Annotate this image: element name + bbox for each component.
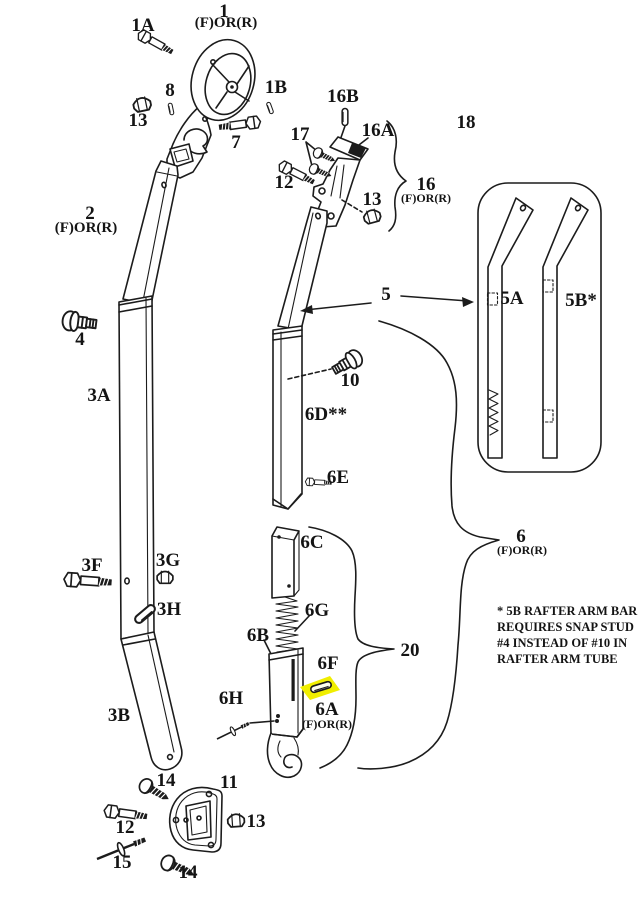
part-6d-rafter-arm-drawing xyxy=(272,206,332,510)
part-label-6h: 6H xyxy=(218,688,244,709)
part-label-15: 15 xyxy=(112,852,132,873)
part-label-13-top: 13 xyxy=(128,110,148,131)
part-1b-pin-icon xyxy=(265,101,275,115)
part-8-pin-icon xyxy=(167,102,175,116)
part-label-3a: 3A xyxy=(87,385,111,406)
part-13-mid-hex-nut-icon xyxy=(361,207,383,226)
part-label-13-bot: 13 xyxy=(246,811,266,832)
part-3g-hex-nut-icon xyxy=(156,570,174,585)
part-label-2: 2 xyxy=(85,203,95,224)
part-label-6e: 6E xyxy=(326,467,350,488)
part-13-bot-hex-nut-icon xyxy=(226,812,246,829)
footnote-line: RAFTER ARM TUBE xyxy=(497,651,618,666)
part-label-12-top: 12 xyxy=(274,172,294,193)
part-label-16a: 16A xyxy=(361,120,395,141)
part-label-1a: 1A xyxy=(131,15,155,36)
part-label-10: 10 xyxy=(340,370,360,391)
footnote-line: REQUIRES SNAP STUD xyxy=(497,619,634,634)
part-label-5b: 5B* xyxy=(565,290,597,311)
part-label-5: 5 xyxy=(381,284,391,305)
part-label-16-sub: (F)OR(R) xyxy=(401,191,451,205)
part-label-6c: 6C xyxy=(300,532,324,553)
footnote-line: * 5B RAFTER ARM BAR xyxy=(497,604,638,618)
part-label-1-sub: (F)OR(R) xyxy=(194,15,258,31)
part-label-3h: 3H xyxy=(156,599,182,620)
part-label-11: 11 xyxy=(220,772,238,793)
part-label-20: 20 xyxy=(400,640,420,661)
part-label-1: 1 xyxy=(219,1,229,22)
part-label-16b: 16B xyxy=(327,86,359,107)
part-label-6a: 6A xyxy=(315,699,339,720)
part-label-1b: 1B xyxy=(264,77,288,98)
part-label-13-mid: 13 xyxy=(362,189,382,210)
part-label-18: 18 xyxy=(456,112,476,133)
part-6b-outer-tube-drawing xyxy=(263,639,304,779)
footnote-line: #4 INSTEAD OF #10 IN xyxy=(497,635,628,650)
arrow-5 xyxy=(300,295,474,314)
part-11-mounting-bracket-drawing xyxy=(168,786,223,853)
brace-16 xyxy=(386,120,407,232)
part-label-14-top: 14 xyxy=(156,770,176,791)
part-6g-spring-drawing xyxy=(275,596,311,656)
highlight-marker[interactable] xyxy=(300,676,340,700)
brace-20 xyxy=(308,526,395,769)
part-label-3f: 3F xyxy=(81,555,103,576)
part-label-8: 8 xyxy=(165,80,175,101)
part-label-6: 6 xyxy=(516,526,526,547)
part-2-3a-3b-main-arm-drawing xyxy=(118,160,183,771)
part-6h-rivet-icon xyxy=(214,718,279,744)
part-label-3b: 3B xyxy=(107,705,131,726)
part-label-16: 16 xyxy=(416,174,436,195)
brace-6 xyxy=(357,320,500,770)
part-label-4: 4 xyxy=(75,329,85,350)
part-6c-inner-tube-drawing xyxy=(271,526,300,599)
part-label-6b: 6B xyxy=(246,625,270,646)
part-label-14-bot: 14 xyxy=(178,862,198,883)
part-label-17: 17 xyxy=(290,124,310,145)
part-label-5a: 5A xyxy=(500,288,524,309)
part-label-6g: 6G xyxy=(304,600,330,621)
part-1-torsion-assembly-drawing xyxy=(166,38,256,179)
rafter-bar-panel-drawing xyxy=(477,182,602,473)
part-label-3g: 3G xyxy=(155,550,181,571)
part-label-7: 7 xyxy=(231,132,241,153)
part-label-6-sub: (F)OR(R) xyxy=(497,543,547,557)
part-label-12-bot: 12 xyxy=(115,817,135,838)
part-label-6d: 6D** xyxy=(304,404,348,425)
part-16b-pin-icon xyxy=(341,107,349,127)
part-label-6a-sub: (F)OR(R) xyxy=(302,717,352,731)
part-label-2-sub: (F)OR(R) xyxy=(54,220,118,236)
part-label-6f: 6F xyxy=(317,653,339,674)
